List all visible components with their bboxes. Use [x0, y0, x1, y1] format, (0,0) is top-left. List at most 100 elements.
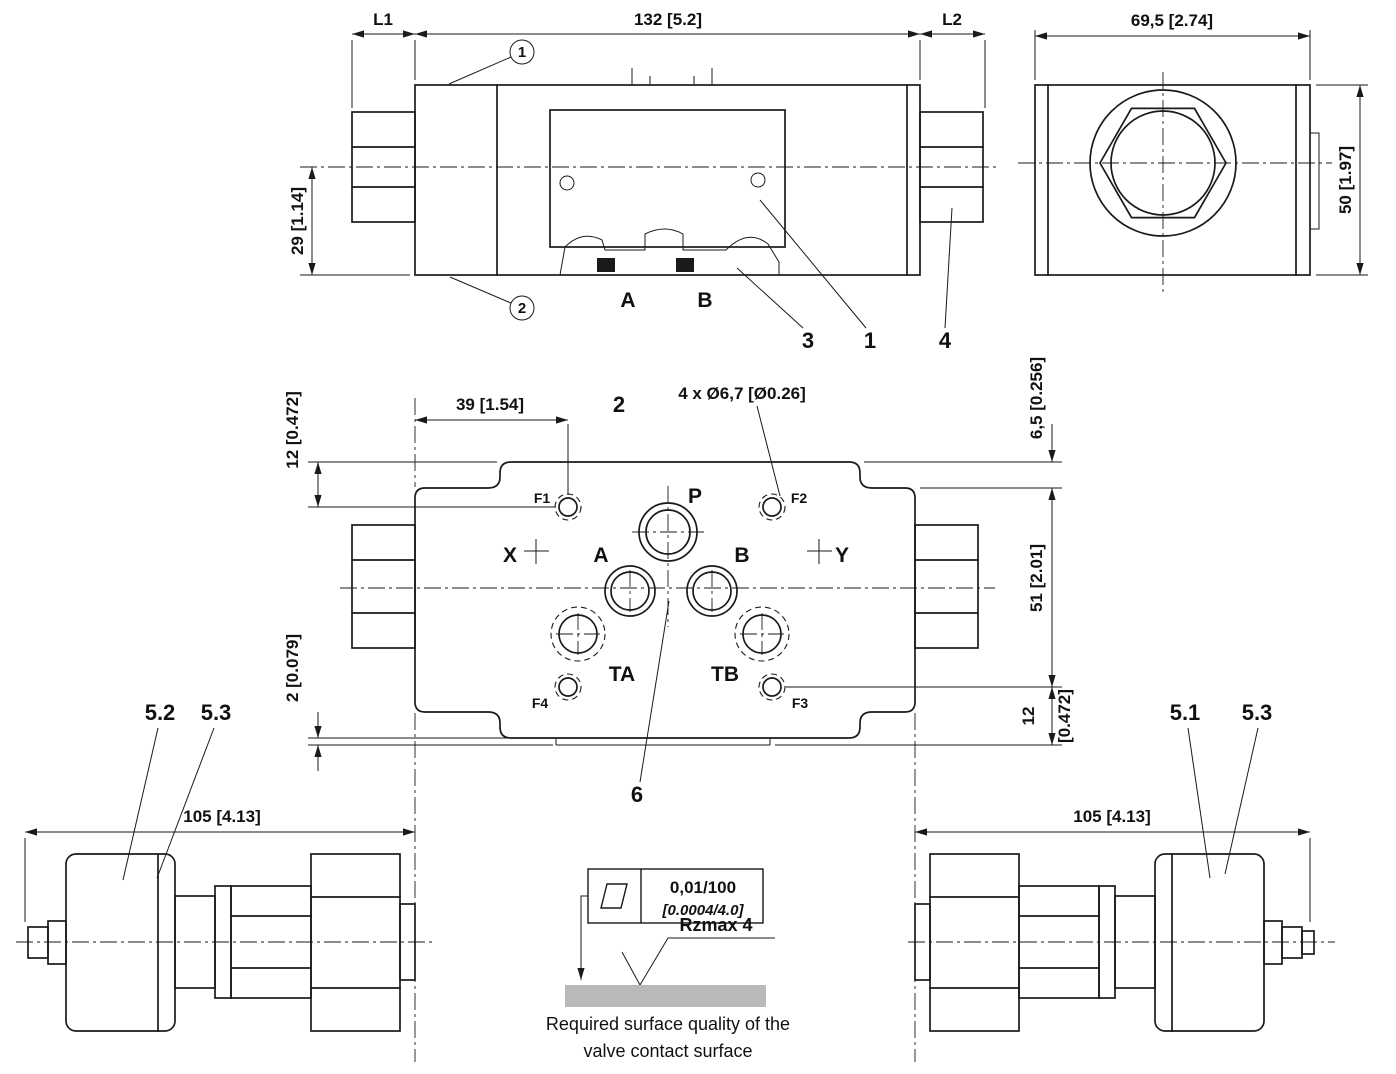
dim-29: 29 [1.14]	[288, 187, 307, 255]
item-5-3: 5.3	[201, 700, 232, 725]
dim-12-top: 12 [0.472]	[283, 391, 302, 469]
dim-2: 2 [0.079]	[283, 634, 302, 702]
right-detail: 105 [4.13] 5.1 5.3	[908, 700, 1335, 1032]
hole-f4	[554, 673, 582, 701]
label-p: P	[688, 485, 702, 508]
label-f1: F1	[534, 490, 551, 506]
dim-51-group: 51 [2.01]	[786, 488, 1062, 688]
end-body-outline	[1034, 84, 1311, 276]
dim-l2: L2	[942, 10, 962, 29]
dim-12-bottom-group: 12 [0.472]	[775, 687, 1074, 746]
item-6: 6	[631, 782, 643, 807]
dim-39: 39 [1.54]	[456, 395, 524, 414]
left-detail: 105 [4.13] 5.2 5.3	[16, 700, 432, 1032]
large-hex	[310, 853, 401, 1032]
top-dimensions: L1 132 [5.2] L2	[351, 10, 986, 108]
dim-69-5: 69,5 [2.74]	[1131, 11, 1213, 30]
height-dimension: 29 [1.14]	[288, 167, 410, 276]
dim-2-group: 2 [0.079]	[283, 634, 553, 771]
item-4: 4	[939, 328, 952, 353]
flatness-symbol-icon	[600, 883, 628, 909]
hole-f3	[758, 673, 786, 701]
dim-6-5: 6,5 [0.256]	[1027, 357, 1046, 439]
dim-l1: L1	[373, 10, 393, 29]
mounting-screw-marks	[631, 68, 713, 85]
item-5-2: 5.2	[145, 700, 176, 725]
balloon-2: 2	[449, 276, 535, 321]
dim-105-right-group: 105 [4.13]	[915, 807, 1311, 922]
item-5-1: 5.1	[1170, 700, 1201, 725]
side-view: L1 132 [5.2] L2 29 [1.14] 1 2 A B	[288, 10, 1000, 353]
dim-132: 132 [5.2]	[634, 10, 702, 29]
balloon-1: 1	[448, 39, 535, 85]
label-x: X	[503, 544, 517, 567]
hole-f2	[758, 493, 786, 521]
svg-text:2: 2	[518, 300, 526, 317]
seal-a	[597, 258, 615, 272]
label-port-a: A	[620, 289, 635, 312]
hole-note-group: 4 x Ø6,7 [Ø0.26]	[678, 384, 806, 497]
large-hex	[929, 853, 1020, 1032]
hole-f1	[554, 493, 582, 521]
dim-105-left-group: 105 [4.13]	[24, 807, 415, 922]
stud-tip	[1281, 926, 1303, 959]
hex-socket	[1099, 107, 1227, 219]
port-centermarks	[556, 570, 784, 655]
plug-bore-circle	[1089, 89, 1237, 237]
dim-50: 50 [1.97]	[1336, 146, 1355, 214]
roughness-value: Rzmax 4	[679, 915, 752, 935]
casting-section	[559, 228, 780, 276]
contact-surface-bar	[565, 985, 766, 1007]
label-y: Y	[835, 544, 849, 567]
label-tb: TB	[711, 663, 739, 686]
label-a: A	[593, 544, 608, 567]
pilot-x-cross	[524, 539, 549, 564]
plug-inner-circle	[1110, 110, 1216, 216]
dim-6-5-group: 6,5 [0.256]	[864, 357, 1062, 489]
dim-12-top-group: 12 [0.472]	[283, 391, 556, 508]
label-f2: F2	[791, 490, 808, 506]
dim-105-left: 105 [4.13]	[183, 807, 261, 826]
left-hex-plug	[351, 524, 416, 649]
right-detail-callouts: 5.1 5.3	[1170, 700, 1273, 879]
sandwich-plate-outline	[414, 461, 916, 739]
flatness-value: 0,01/100	[670, 878, 736, 897]
seal-b	[676, 258, 694, 272]
end-dimensions: 69,5 [2.74] 50 [1.97]	[1034, 11, 1368, 276]
roughness-symbol-icon	[621, 937, 775, 987]
label-b: B	[734, 544, 749, 567]
dim-51: 51 [2.01]	[1027, 544, 1046, 612]
dim-12-bottom-in: [0.472]	[1055, 689, 1074, 743]
left-hex-plug	[351, 111, 416, 223]
end-view: 69,5 [2.74] 50 [1.97]	[1018, 11, 1368, 292]
left-detail-callouts: 5.2 5.3	[122, 700, 232, 881]
surface-caption-line1: Required surface quality of the	[546, 1014, 790, 1034]
pilot-y-cross	[807, 539, 832, 564]
item-5-3: 5.3	[1242, 700, 1273, 725]
item-2: 2	[613, 392, 625, 417]
dim-39-group: 39 [1.54]	[415, 395, 569, 495]
item-3: 3	[802, 328, 814, 353]
label-f3: F3	[792, 695, 809, 711]
item-callouts: 3 1 4	[736, 199, 953, 353]
item-6-group: 6	[631, 600, 670, 807]
flatness-value-inch: [0.0004/4.0]	[662, 902, 745, 919]
leader-arrow	[577, 895, 588, 980]
label-port-b: B	[697, 289, 712, 312]
right-hex-plug	[914, 524, 979, 649]
svg-text:1: 1	[518, 44, 526, 61]
port-view: P A B X Y TA TB F1 F2 F3 F4 39 [1.54] 2 …	[283, 357, 1074, 1062]
nameplate-rivet	[750, 172, 766, 188]
stud-tip	[27, 926, 49, 959]
nameplate-rivet	[559, 175, 575, 191]
label-f4: F4	[532, 695, 549, 711]
item-1: 1	[864, 328, 876, 353]
nameplate	[549, 109, 786, 248]
dim-12-bottom-mm: 12	[1019, 707, 1038, 726]
nameplate-edge	[1309, 132, 1320, 230]
hole-note: 4 x Ø6,7 [Ø0.26]	[678, 384, 806, 403]
label-ta: TA	[609, 663, 635, 686]
port-p-circle	[638, 502, 698, 562]
